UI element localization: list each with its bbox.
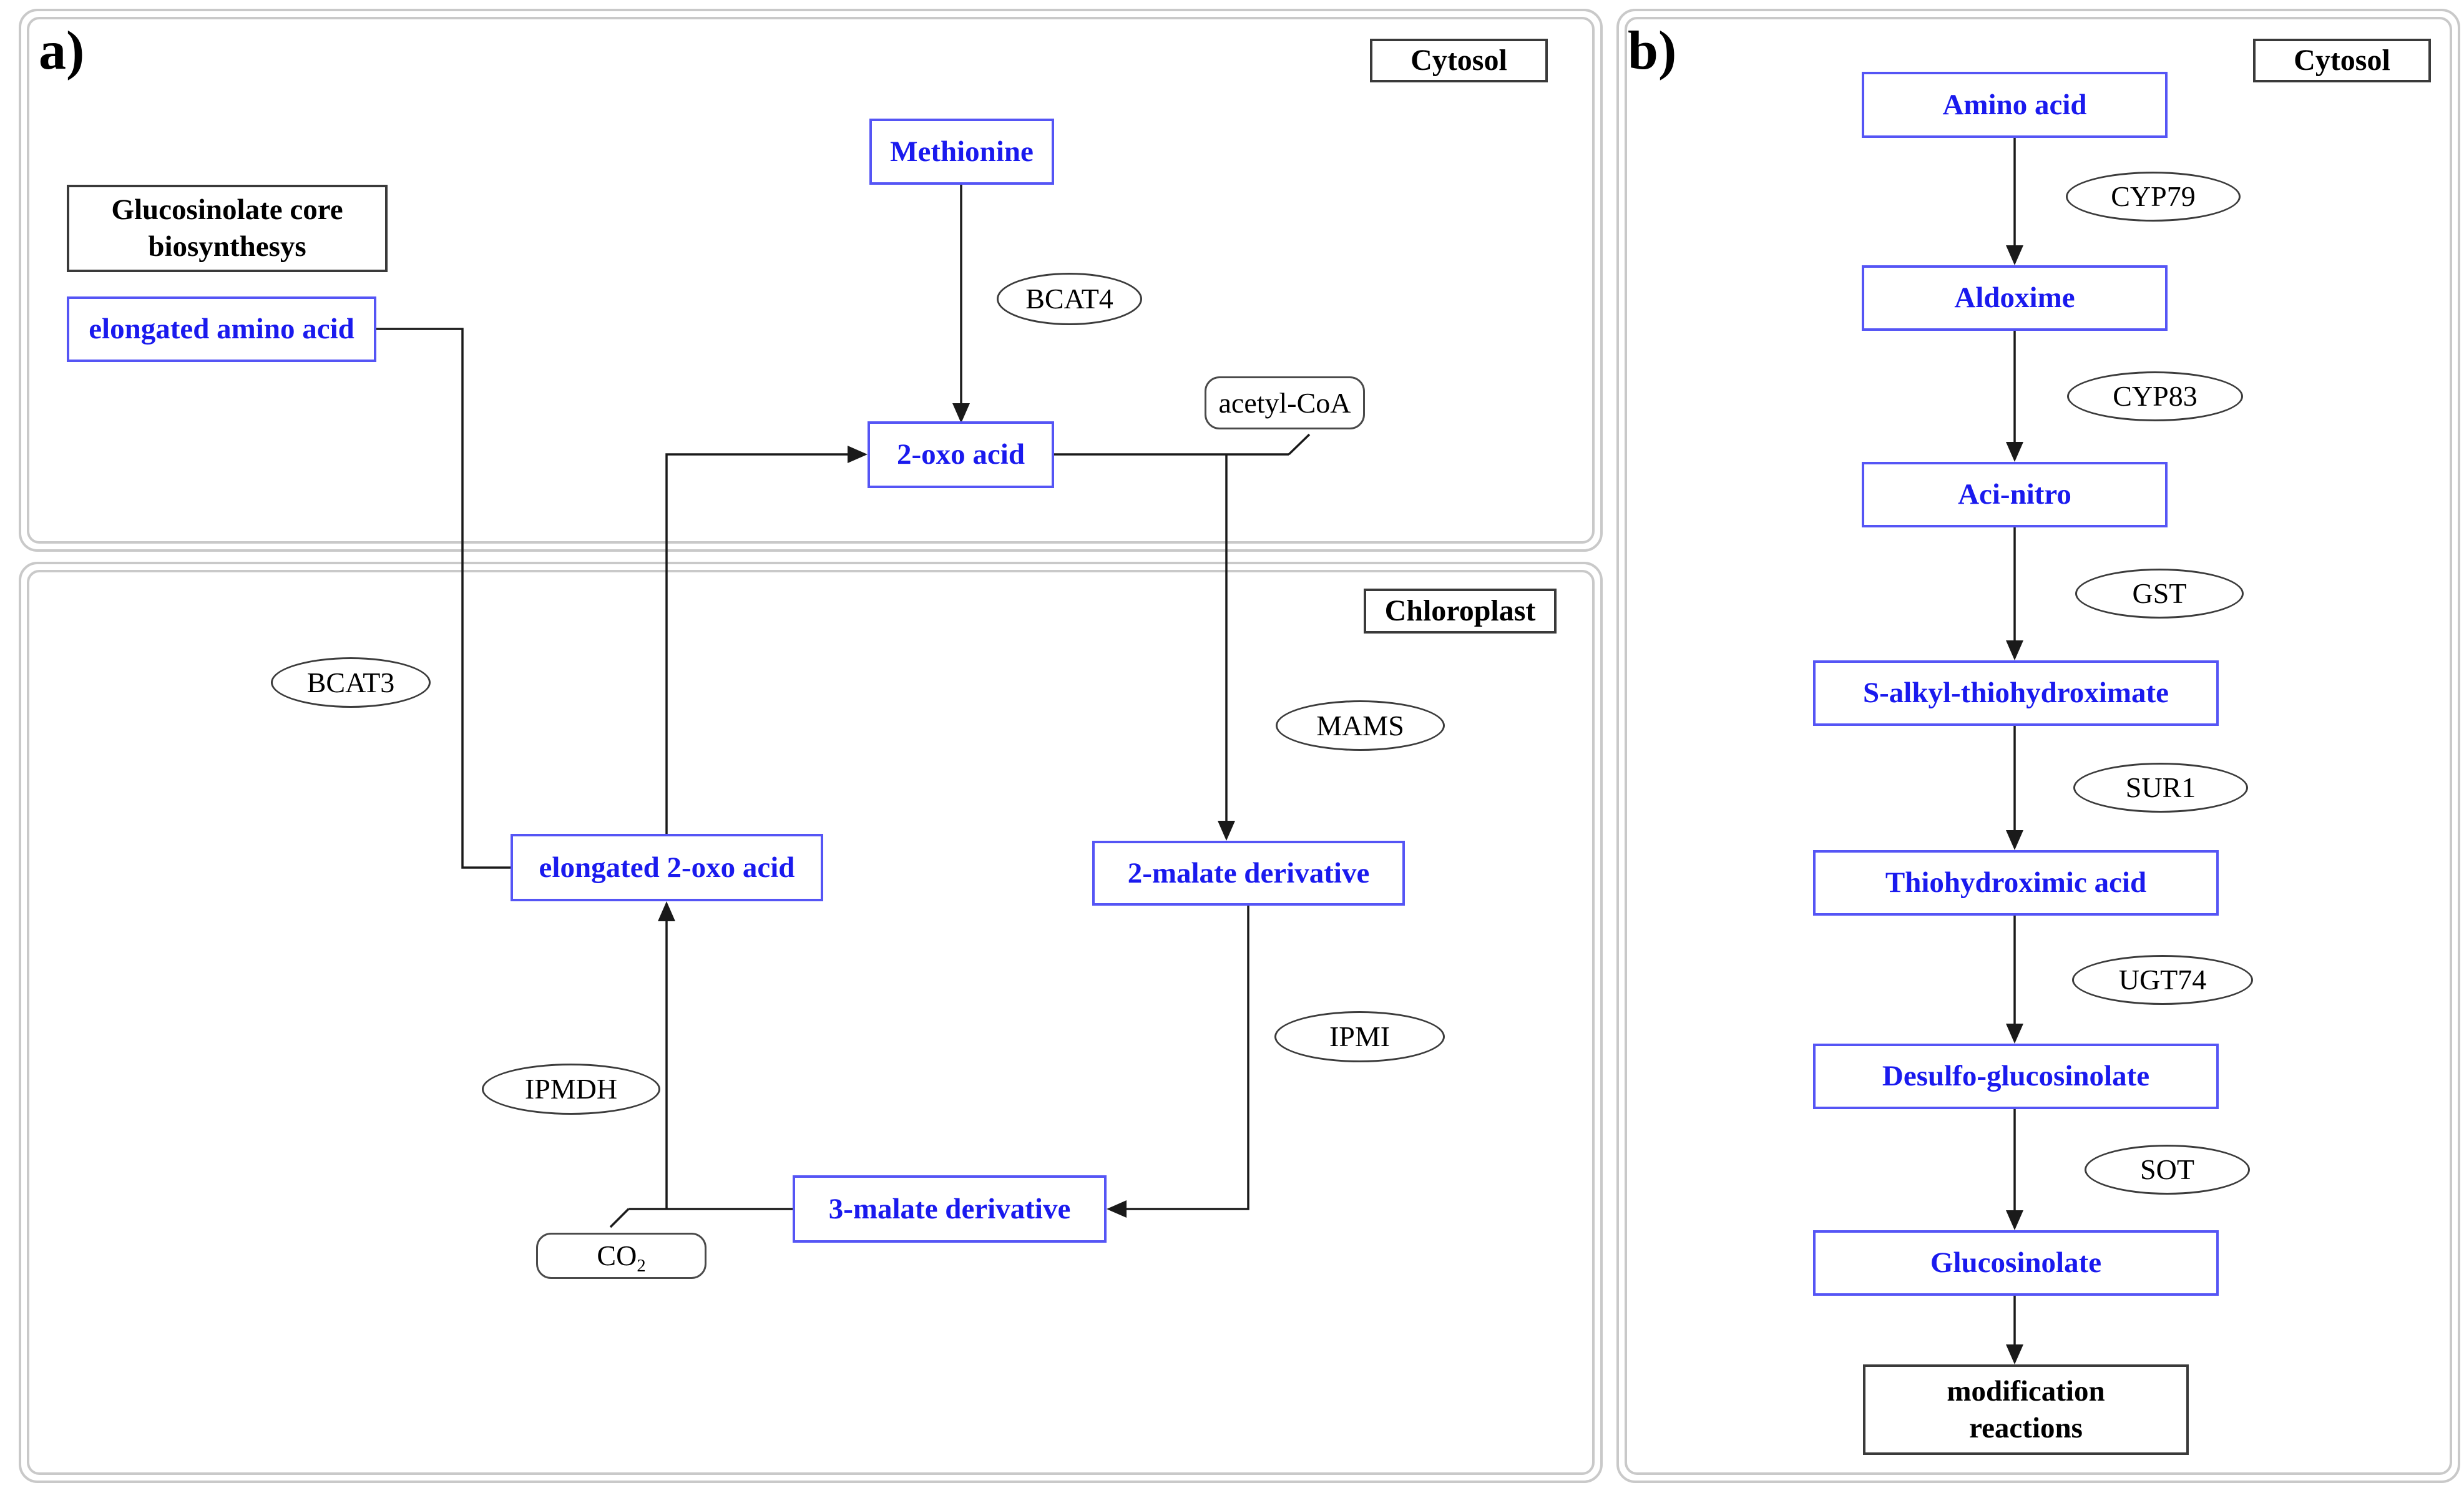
enzyme-sur1: SUR1 bbox=[2073, 763, 2248, 813]
panel-a-chloroplast-tag-label: Chloroplast bbox=[1384, 594, 1536, 627]
edge-2malate-to-3malate bbox=[1107, 906, 1249, 1218]
enzyme-mams: MAMS bbox=[1276, 700, 1445, 751]
edge-amino-to-aldoxime bbox=[2006, 138, 2023, 265]
edge-methionine-to-2oxo bbox=[952, 185, 970, 423]
node-desulfo-glucosinolate: Desulfo-glucosinolate bbox=[1813, 1044, 2219, 1109]
cofactor-co2: CO2 bbox=[536, 1233, 706, 1279]
enzyme-cyp79-label: CYP79 bbox=[2111, 180, 2196, 213]
enzyme-sot-label: SOT bbox=[2140, 1153, 2194, 1186]
node-2-oxo-acid: 2-oxo acid bbox=[868, 421, 1054, 488]
node-2-malate-derivative-label: 2-malate derivative bbox=[1127, 856, 1370, 889]
panel-b-cytosol-tag: Cytosol bbox=[2253, 39, 2431, 82]
node-glucosinolate: Glucosinolate bbox=[1813, 1230, 2219, 1296]
cofactor-acetyl-coa: acetyl-CoA bbox=[1205, 376, 1365, 429]
edge-acinitro-to-salkyl bbox=[2006, 527, 2023, 660]
enzyme-cyp83: CYP83 bbox=[2067, 371, 2243, 421]
edge-aldoxime-to-acinitro bbox=[2006, 331, 2023, 462]
enzyme-sot: SOT bbox=[2085, 1145, 2250, 1195]
node-aci-nitro: Aci-nitro bbox=[1862, 462, 2168, 527]
enzyme-gst-label: GST bbox=[2132, 577, 2187, 610]
node-methionine: Methionine bbox=[869, 119, 1054, 185]
node-elongated-2-oxo-acid-label: elongated 2-oxo acid bbox=[539, 851, 795, 884]
node-thiohydroximic-acid-label: Thiohydroximic acid bbox=[1885, 866, 2147, 899]
node-thiohydroximic-acid: Thiohydroximic acid bbox=[1813, 850, 2219, 916]
cofactor-co2-label: CO2 bbox=[597, 1240, 646, 1276]
node-methionine-label: Methionine bbox=[890, 135, 1034, 168]
enzyme-gst: GST bbox=[2075, 569, 2244, 619]
node-aci-nitro-label: Aci-nitro bbox=[1958, 478, 2071, 511]
enzyme-cyp79: CYP79 bbox=[2066, 172, 2241, 222]
node-3-malate-derivative-label: 3-malate derivative bbox=[828, 1192, 1071, 1225]
panel-a-cytosol-tag-label: Cytosol bbox=[1410, 44, 1507, 77]
enzyme-cyp83-label: CYP83 bbox=[2113, 380, 2198, 413]
node-glucosinolate-label: Glucosinolate bbox=[1930, 1246, 2102, 1280]
panel-b-cytosol-tag-label: Cytosol bbox=[2294, 44, 2390, 77]
node-elongated-2-oxo-acid: elongated 2-oxo acid bbox=[511, 834, 823, 901]
node-s-alkyl-thiohydroximate-label: S-alkyl-thiohydroximate bbox=[1862, 677, 2169, 710]
node-amino-acid: Amino acid bbox=[1862, 72, 2168, 138]
edge-elongated-amino-to-elongated-2oxo bbox=[376, 328, 511, 869]
node-amino-acid-label: Amino acid bbox=[1942, 88, 2087, 121]
node-s-alkyl-thiohydroximate: S-alkyl-thiohydroximate bbox=[1813, 660, 2219, 726]
panel-b-label: b) bbox=[1628, 21, 1677, 81]
enzyme-bcat3: BCAT3 bbox=[271, 657, 431, 708]
panel-b-frame bbox=[1616, 9, 2460, 1483]
edge-salkyl-to-thiohydroximic bbox=[2006, 726, 2023, 850]
panel-a-cytosol-tag: Cytosol bbox=[1370, 39, 1548, 82]
enzyme-bcat4: BCAT4 bbox=[997, 273, 1142, 325]
enzyme-mams-label: MAMS bbox=[1316, 709, 1404, 742]
edge-glucosinolate-to-modification bbox=[2006, 1296, 2023, 1364]
panel-a-chloroplast-frame bbox=[19, 562, 1603, 1483]
enzyme-ipmdh-label: IPMDH bbox=[524, 1073, 618, 1105]
node-aldoxime: Aldoxime bbox=[1862, 265, 2168, 331]
node-2-malate-derivative: 2-malate derivative bbox=[1092, 841, 1405, 906]
enzyme-ugt74: UGT74 bbox=[2072, 955, 2253, 1005]
panel-a-label: a) bbox=[39, 21, 85, 81]
enzyme-ipmdh: IPMDH bbox=[482, 1064, 660, 1115]
enzyme-ugt74-label: UGT74 bbox=[2118, 964, 2207, 996]
edge-3malate-to-elongated-2oxo bbox=[609, 901, 793, 1228]
node-2-oxo-acid-label: 2-oxo acid bbox=[897, 438, 1025, 471]
edge-elongated-2oxo-to-2oxo bbox=[665, 446, 868, 834]
node-3-malate-derivative: 3-malate derivative bbox=[793, 1175, 1107, 1243]
node-desulfo-glucosinolate-label: Desulfo-glucosinolate bbox=[1882, 1060, 2150, 1093]
node-aldoxime-label: Aldoxime bbox=[1954, 281, 2075, 315]
edge-2oxo-to-2malate bbox=[1054, 433, 1311, 841]
edge-thiohydroximic-to-desulfo bbox=[2006, 916, 2023, 1044]
enzyme-ipmi-label: IPMI bbox=[1329, 1021, 1391, 1053]
cofactor-acetyl-coa-label: acetyl-CoA bbox=[1218, 386, 1351, 419]
node-elongated-amino-acid: elongated amino acid bbox=[67, 296, 376, 362]
enzyme-ipmi: IPMI bbox=[1274, 1011, 1445, 1062]
enzyme-bcat4-label: BCAT4 bbox=[1025, 283, 1113, 315]
node-elongated-amino-acid-label: elongated amino acid bbox=[89, 313, 354, 346]
panel-a-chloroplast-tag: Chloroplast bbox=[1364, 589, 1557, 634]
enzyme-bcat3-label: BCAT3 bbox=[306, 666, 395, 698]
edge-desulfo-to-glucosinolate bbox=[2006, 1109, 2023, 1230]
enzyme-sur1-label: SUR1 bbox=[2125, 771, 2196, 804]
panel-a-cytosol-frame bbox=[19, 9, 1603, 552]
